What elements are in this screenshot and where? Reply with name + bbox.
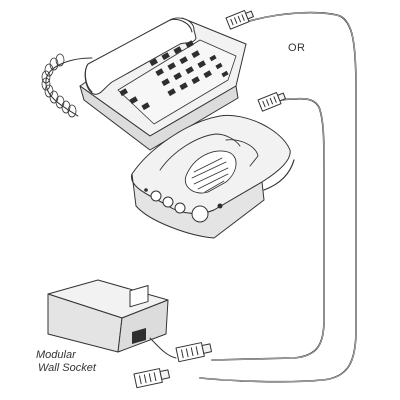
wall-socket-label: Modular Wall Socket	[36, 349, 96, 375]
plug-top-phone	[226, 8, 255, 29]
machine-button-1	[151, 191, 161, 201]
wall-socket-label-line1: Modular	[36, 349, 96, 362]
plug-bottom-machine	[176, 341, 212, 362]
plug-bottom-phone	[134, 367, 170, 388]
plug-top-machine	[258, 90, 287, 111]
wall-socket-label-line2: Wall Socket	[36, 362, 96, 375]
machine-led	[144, 188, 148, 192]
machine-button-3	[175, 203, 185, 213]
socket-cord	[150, 338, 176, 358]
cord-coils	[42, 54, 76, 117]
machine-indicator	[218, 204, 223, 209]
machine-button-large	[192, 206, 208, 222]
wall-socket-icon	[48, 280, 168, 352]
machine-button-2	[163, 197, 173, 207]
or-label: OR	[288, 42, 306, 54]
